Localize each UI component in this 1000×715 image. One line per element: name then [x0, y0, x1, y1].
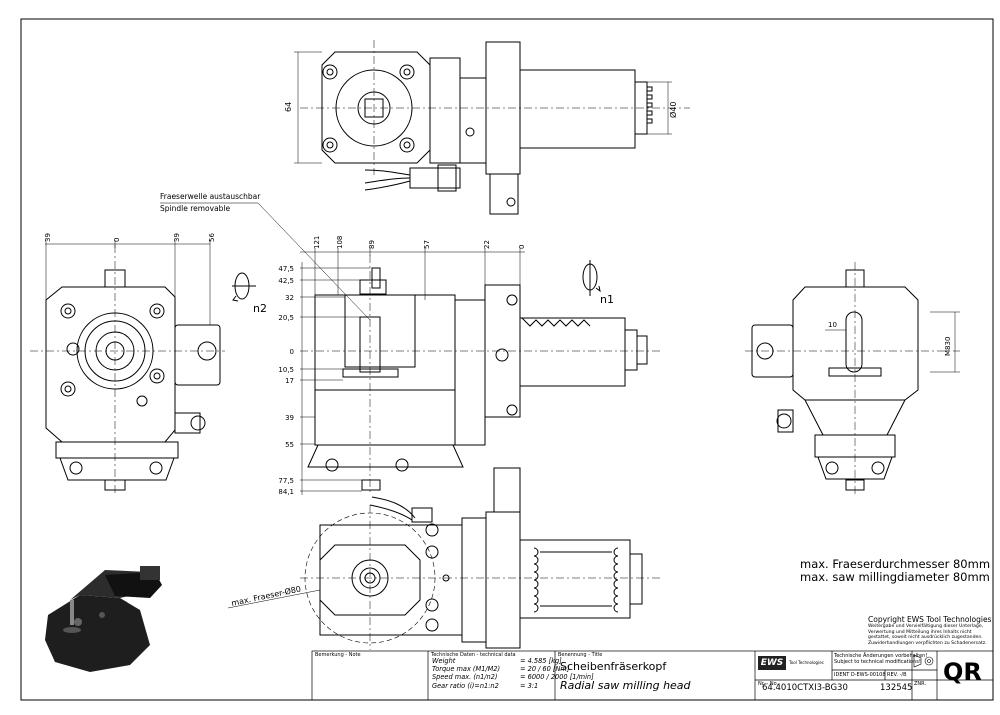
tb-drawno-label: ZNR.: [914, 681, 927, 687]
dim-32: 32: [285, 294, 294, 302]
dim-64: 64: [284, 102, 293, 112]
qr-code-label: QR: [943, 658, 982, 686]
dim-121: 121: [313, 236, 321, 249]
technical-data: Weight= 4.585 [kg] Torque max (M1/M2)= 2…: [432, 657, 594, 690]
callout-spindle-de: Fraeserwelle austauschbar: [160, 192, 261, 201]
dim-d40: Ø40: [668, 102, 678, 118]
dim-0-left: 0: [113, 238, 121, 242]
dim-0-mid: 0: [518, 245, 526, 249]
copyright-title: Copyright EWS Tool Technologies: [868, 615, 992, 624]
saw-diameter-leader: [227, 589, 321, 609]
sheet-border: [20, 18, 994, 701]
rotation-arrow-n1-icon: [582, 260, 601, 296]
dim-17: 17: [285, 377, 294, 385]
right-view: [751, 269, 919, 491]
top-view: [321, 41, 653, 215]
dim-89: 89: [368, 240, 376, 249]
dim-55: 55: [285, 441, 294, 449]
max-diameter-de: max. Fraeserdurchmesser 80mm: [800, 557, 991, 571]
max-diameter-en: max. saw millingdiameter 80mm: [800, 570, 990, 584]
bottom-view-centerlines: [300, 505, 660, 650]
part-number: 64.4010CTXI3-BG30: [762, 683, 848, 693]
bottom-view: [304, 467, 643, 649]
dim-22: 22: [483, 240, 491, 249]
dim-84-1: 84,1: [278, 488, 294, 496]
tb-changes-en: Subject to technical modifications!: [834, 659, 921, 665]
dim-20-5: 20,5: [278, 314, 294, 322]
drawing-number: 132545: [880, 683, 913, 693]
dim-47-5: 47,5: [278, 265, 294, 273]
copyright-line-4: Zuwiderhandlungen verpflichten zu Schade…: [868, 640, 987, 646]
drawing-title-de: Scheibenfräserkopf: [560, 660, 667, 673]
tb-rev: REV. -/B: [887, 672, 907, 678]
left-view-dims: [45, 240, 211, 325]
dim-39-v: 39: [285, 414, 294, 422]
dim-42-5: 42,5: [278, 277, 294, 285]
front-view-dims: [300, 248, 525, 495]
copyright-line-3: gestattet, soweit nicht ausdrücklich zug…: [868, 635, 983, 641]
tb-title-label: Benennung - Title: [558, 652, 603, 658]
dim-108: 108: [336, 236, 344, 249]
left-view-centerlines: [30, 245, 225, 495]
tb-changes-de: Technische Änderungen vorbehalten!: [834, 653, 928, 659]
copyright-line-1: Weitergabe und Vervielfältigung dieser U…: [868, 624, 984, 629]
tech-row-torque: Torque max (M1/M2)= 20 / 60 [Nm]: [432, 665, 570, 674]
dim-10-5: 10,5: [278, 366, 294, 374]
tech-row-speed: Speed max. (n1/n2)= 6000 / 2000 [1/min]: [432, 673, 594, 682]
dim-39a: 39: [44, 233, 52, 242]
callout-spindle-en: Spindle removable: [160, 204, 231, 213]
label-n2: n2: [253, 302, 267, 315]
spindle-leader-line: [160, 202, 371, 321]
projection-symbol-icon: [913, 654, 934, 668]
copyright-line-2: Verwertung und Mitteilung ihres Inhalts …: [868, 629, 972, 635]
dim-39b: 39: [173, 233, 181, 242]
dim-57: 57: [423, 240, 431, 249]
tb-no-label: Nr. - No.: [758, 681, 779, 687]
tb-tech-label: Technische Daten - technical data: [431, 652, 516, 658]
dim-77-5: 77,5: [278, 477, 294, 485]
dim-0-v: 0: [290, 348, 294, 356]
iso-preview-image: [45, 566, 162, 672]
rotation-arrow-n2-icon: [232, 272, 256, 302]
copyright-notice: Copyright EWS Tool Technologies Weiterga…: [868, 615, 993, 646]
ews-logo: EWS: [758, 656, 786, 670]
right-view-dims: [825, 311, 960, 373]
ews-logo-subtitle: Tool Technologies: [789, 660, 824, 665]
tech-row-gear-ratio: Gear ratio (i)=n1:n2= 3:1: [432, 681, 539, 690]
left-view: [45, 269, 221, 491]
dim-m830: M830: [944, 337, 952, 356]
top-view-dims: [294, 51, 672, 164]
front-view-centerlines: [300, 255, 660, 495]
dim-10-right: 10: [828, 321, 837, 329]
tb-ident: IDENT D-EWS-00108: [834, 672, 886, 678]
top-view-centerlines: [300, 40, 690, 175]
drawing-title-en: Radial saw milling head: [560, 679, 691, 692]
label-n1: n1: [600, 293, 614, 306]
tech-row-weight: Weight= 4.585 [kg]: [432, 657, 562, 665]
title-block-frame: [311, 650, 994, 701]
dim-56: 56: [208, 233, 216, 242]
front-view: [307, 267, 648, 491]
right-view-centerlines: [745, 262, 960, 495]
tb-note-label: Bemerkung - Note: [315, 652, 361, 658]
